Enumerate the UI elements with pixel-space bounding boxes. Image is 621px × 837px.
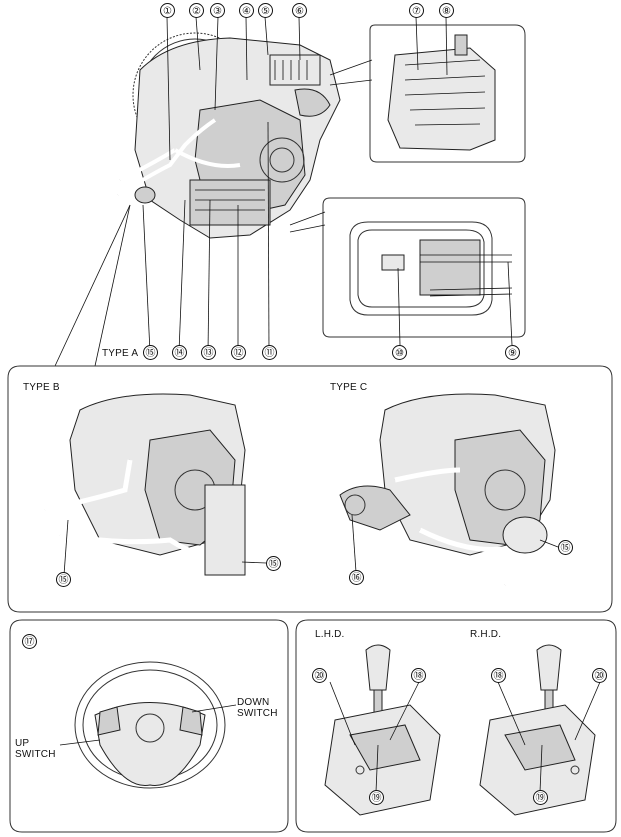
callout-10: ⑩	[392, 345, 407, 360]
valve-body-inset-drawing	[329, 16, 526, 163]
callout-20-rhd: ⑳	[592, 668, 607, 683]
oil-pan-inset-drawing	[289, 197, 526, 346]
callout-3: ③	[210, 3, 225, 18]
label-down-switch: DOWN SWITCH	[237, 697, 278, 719]
callout-20-lhd: ⑳	[312, 668, 327, 683]
label-type-c: TYPE C	[330, 382, 368, 393]
callout-18-rhd: ⑱	[491, 668, 506, 683]
callout-6: ⑥	[292, 3, 307, 18]
callout-14: ⑭	[172, 345, 187, 360]
callout-15-type-c: ⑮	[558, 540, 573, 555]
callout-7: ⑦	[409, 3, 424, 18]
label-lhd: L.H.D.	[315, 629, 345, 640]
callout-17: ⑰	[22, 634, 37, 649]
callout-5: ⑤	[258, 3, 273, 18]
callout-19-rhd: ⑲	[533, 790, 548, 805]
transmission-type-a-drawing	[54, 16, 341, 367]
callout-12: ⑫	[231, 345, 246, 360]
callout-4: ④	[239, 3, 254, 18]
callout-13: ⑬	[201, 345, 216, 360]
type-bc-panel-border	[7, 365, 613, 613]
shifter-panel-border	[295, 619, 617, 833]
callout-1: ①	[160, 3, 175, 18]
callout-15-type-b-left: ⑮	[56, 572, 71, 587]
shifter-rhd-drawing	[479, 644, 601, 816]
label-up-switch: UP SWITCH	[15, 738, 56, 760]
callout-2: ②	[189, 3, 204, 18]
steering-panel-border	[9, 619, 289, 833]
callout-16: ⑯	[349, 570, 364, 585]
callout-11: ⑪	[262, 345, 277, 360]
transmission-type-c-drawing	[339, 393, 559, 588]
callout-15-type-a: ⑮	[143, 345, 158, 360]
label-rhd: R.H.D.	[470, 629, 502, 640]
callout-15-type-b-right: ⑮	[266, 556, 281, 571]
shifter-lhd-drawing	[324, 644, 441, 816]
steering-wheel-drawing	[59, 661, 237, 789]
transmission-type-b-drawing	[44, 393, 267, 576]
label-type-a: TYPE A	[102, 348, 139, 359]
callout-18-lhd: ⑱	[411, 668, 426, 683]
callout-8: ⑧	[439, 3, 454, 18]
label-type-b: TYPE B	[23, 382, 60, 393]
callout-19-lhd: ⑲	[369, 790, 384, 805]
callout-9: ⑨	[505, 345, 520, 360]
